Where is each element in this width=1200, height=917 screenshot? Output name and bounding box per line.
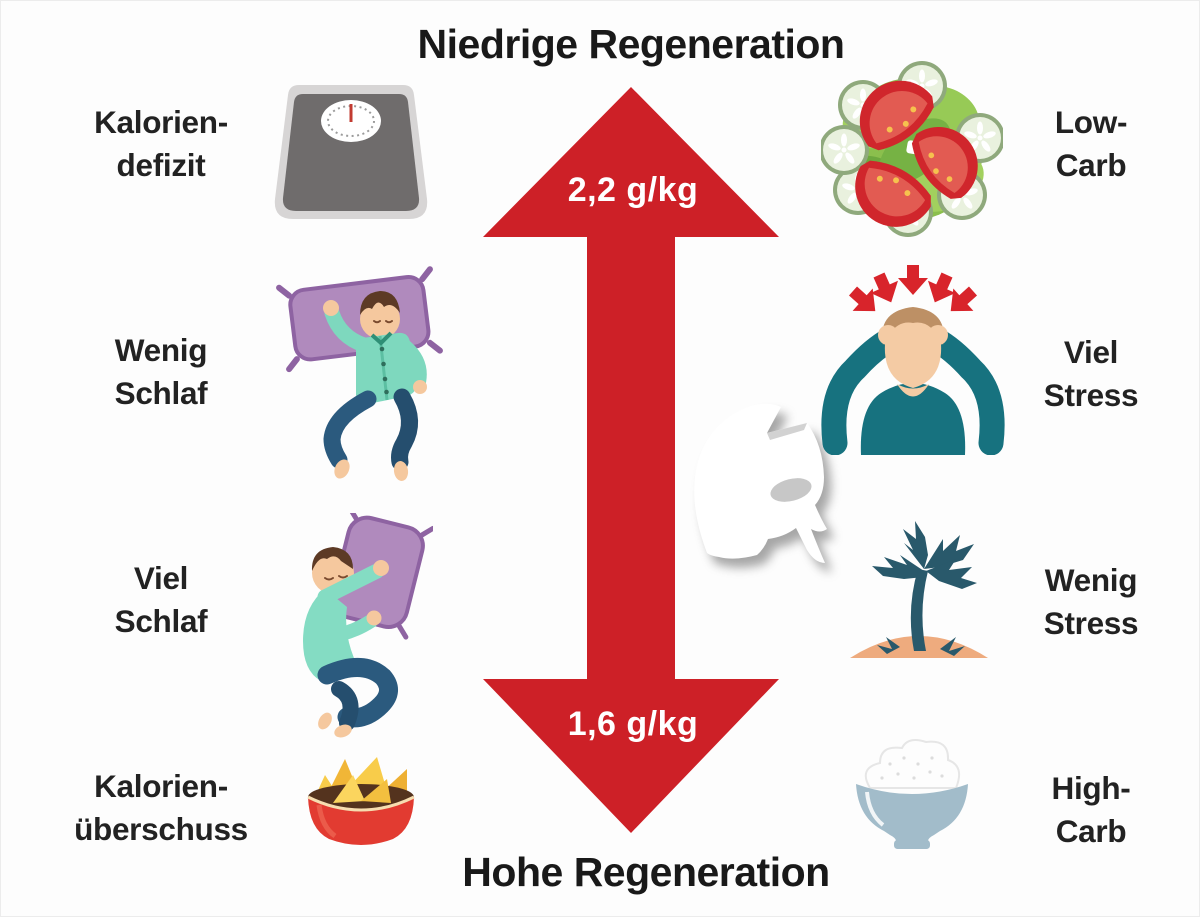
pillow-hugging-sleeper-icon [303,513,433,738]
label-wenig-schlaf: Wenig Schlaf [114,332,208,411]
label-viel-schlaf: Viel Schlaf [114,560,208,639]
arrow-top-value: 2,2 g/kg [567,171,699,209]
top-title: Niedrige Regeneration [417,21,845,67]
label-viel-stress: Viel Stress [1043,334,1139,413]
stressed-person-icon [821,265,1005,455]
label-kalorienueberschuss: Kalorien- überschuss [74,768,248,847]
arrow-bottom-value: 1,6 g/kg [567,705,699,743]
rice-bowl-icon [856,739,968,849]
label-high-carb: High- Carb [1051,770,1131,849]
restless-sleeper-icon [276,266,443,481]
bottom-title: Hohe Regeneration [462,849,830,895]
label-wenig-stress: Wenig Stress [1043,562,1139,641]
nacho-bowl-icon [307,757,415,845]
spartan-helmet-icon [694,403,827,563]
salad-bowl-icon [821,61,1003,237]
protein-range-arrow [483,87,779,833]
label-low-carb: Low- Carb [1054,104,1128,183]
bathroom-scale-icon [274,85,428,219]
label-kaloriendefizit: Kalorien- defizit [94,104,228,183]
palm-island-icon [850,521,988,658]
